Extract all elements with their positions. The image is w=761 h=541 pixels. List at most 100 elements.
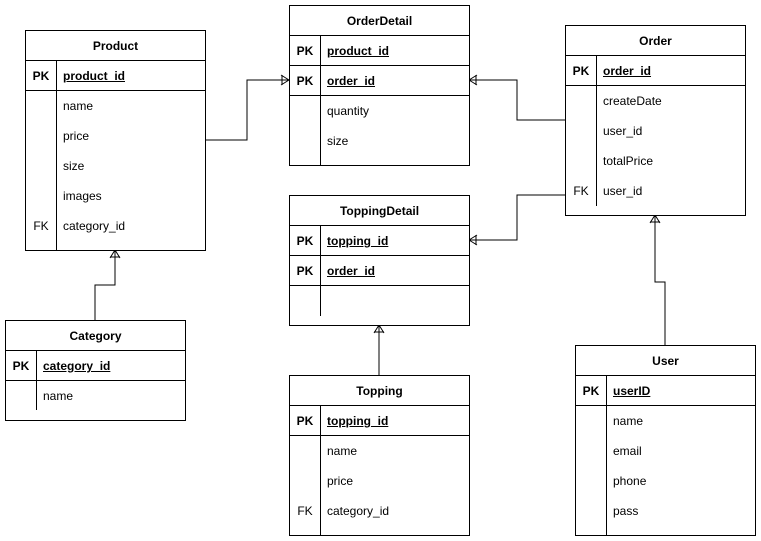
fk-marker: FK (573, 184, 589, 198)
entity-title: OrderDetail (290, 6, 469, 36)
entity-user[interactable]: User PK userID name email phone pass (575, 345, 756, 536)
pk-field: product_id (327, 44, 389, 58)
entity-title: Product (26, 31, 205, 61)
entity-category[interactable]: Category PK category_id name (5, 320, 186, 421)
field-row: price (290, 466, 469, 496)
key-marker (26, 91, 56, 121)
crowfoot-order-user (649, 214, 661, 224)
pk-row: PK userID (576, 376, 755, 406)
entity-title: Order (566, 26, 745, 56)
pk-row: PK product_id (290, 36, 469, 66)
field-name: totalPrice (603, 154, 654, 168)
crowfoot-toppingdetail-order (468, 234, 478, 246)
field-row: phone (576, 466, 755, 496)
pk-row: PK category_id (6, 351, 185, 381)
field-name: size (327, 134, 349, 148)
divider (596, 56, 597, 206)
field-row: size (290, 126, 469, 156)
key-marker (26, 181, 56, 211)
field-name: name (43, 389, 74, 403)
field-row: size (26, 151, 205, 181)
entity-toppingdetail[interactable]: ToppingDetail PK topping_id PK order_id (289, 195, 470, 326)
entity-title: Category (6, 321, 185, 351)
entity-order[interactable]: Order PK order_id createDate user_id tot… (565, 25, 746, 216)
pk-row: PK topping_id (290, 226, 469, 256)
pk-marker: PK (296, 44, 314, 58)
pk-row: PK product_id (26, 61, 205, 91)
entity-product[interactable]: Product PK product_id name price size im… (25, 30, 206, 251)
edge-order-orderdetail (469, 79, 565, 121)
field-name: name (327, 444, 358, 458)
field-name: price (63, 129, 90, 143)
field-row: name (576, 406, 755, 436)
field-name: user_id (603, 184, 643, 198)
field-name: quantity (327, 104, 370, 118)
field-name: category_id (63, 219, 126, 233)
field-name: images (63, 189, 102, 203)
crowfoot-orderdetail-order (468, 74, 478, 86)
key-marker (6, 381, 36, 411)
field-name: category_id (327, 504, 390, 518)
divider (320, 226, 321, 316)
pk-row: PK order_id (290, 256, 469, 286)
key-marker (566, 116, 596, 146)
field-row: totalPrice (566, 146, 745, 176)
pk-field: userID (613, 384, 651, 398)
field-row: FK user_id (566, 176, 745, 206)
pk-field: order_id (603, 64, 652, 78)
field-name: name (613, 414, 644, 428)
key-marker (576, 406, 606, 436)
key-marker (26, 121, 56, 151)
field-row: name (290, 436, 469, 466)
field-name: email (613, 444, 642, 458)
field-row: name (26, 91, 205, 121)
field-row: email (576, 436, 755, 466)
entity-orderdetail[interactable]: OrderDetail PK product_id PK order_id qu… (289, 5, 470, 166)
pk-marker: PK (296, 74, 314, 88)
pk-field: topping_id (327, 234, 389, 248)
field-row: FK category_id (26, 211, 205, 241)
key-marker (566, 146, 596, 176)
field-row: pass (576, 496, 755, 526)
field-row: name (6, 381, 185, 411)
field-row: images (26, 181, 205, 211)
key-marker (566, 86, 596, 116)
field-row: createDate (566, 86, 745, 116)
pk-field: product_id (63, 69, 125, 83)
key-marker (290, 96, 320, 126)
divider (320, 36, 321, 165)
field-row: FK category_id (290, 496, 469, 526)
field-name: size (63, 159, 85, 173)
divider (606, 376, 607, 535)
pk-marker: PK (32, 69, 50, 83)
divider (320, 406, 321, 535)
pk-row: PK order_id (290, 66, 469, 96)
edge-category-product (94, 250, 116, 320)
pk-marker: PK (296, 414, 314, 428)
field-name: name (63, 99, 94, 113)
pk-marker: PK (296, 264, 314, 278)
pk-field: order_id (327, 74, 376, 88)
pk-field: category_id (43, 359, 111, 373)
crowfoot-product-category (109, 249, 121, 259)
entity-title: User (576, 346, 755, 376)
pk-field: order_id (327, 264, 376, 278)
key-marker (576, 496, 606, 526)
key-marker (290, 436, 320, 466)
edge-user-order (654, 215, 666, 345)
field-name: price (327, 474, 354, 488)
field-name: pass (613, 504, 639, 518)
key-marker (290, 126, 320, 156)
field-name: phone (613, 474, 647, 488)
field-row: quantity (290, 96, 469, 126)
divider (56, 61, 57, 250)
field-name: createDate (603, 94, 662, 108)
fk-marker: FK (33, 219, 49, 233)
key-marker (576, 466, 606, 496)
entity-topping[interactable]: Topping PK topping_id name price FK cate… (289, 375, 470, 536)
entity-title: ToppingDetail (290, 196, 469, 226)
fk-marker: FK (297, 504, 313, 518)
empty-field-row (290, 286, 469, 316)
edge-product-orderdetail (205, 79, 289, 141)
pk-row: PK topping_id (290, 406, 469, 436)
